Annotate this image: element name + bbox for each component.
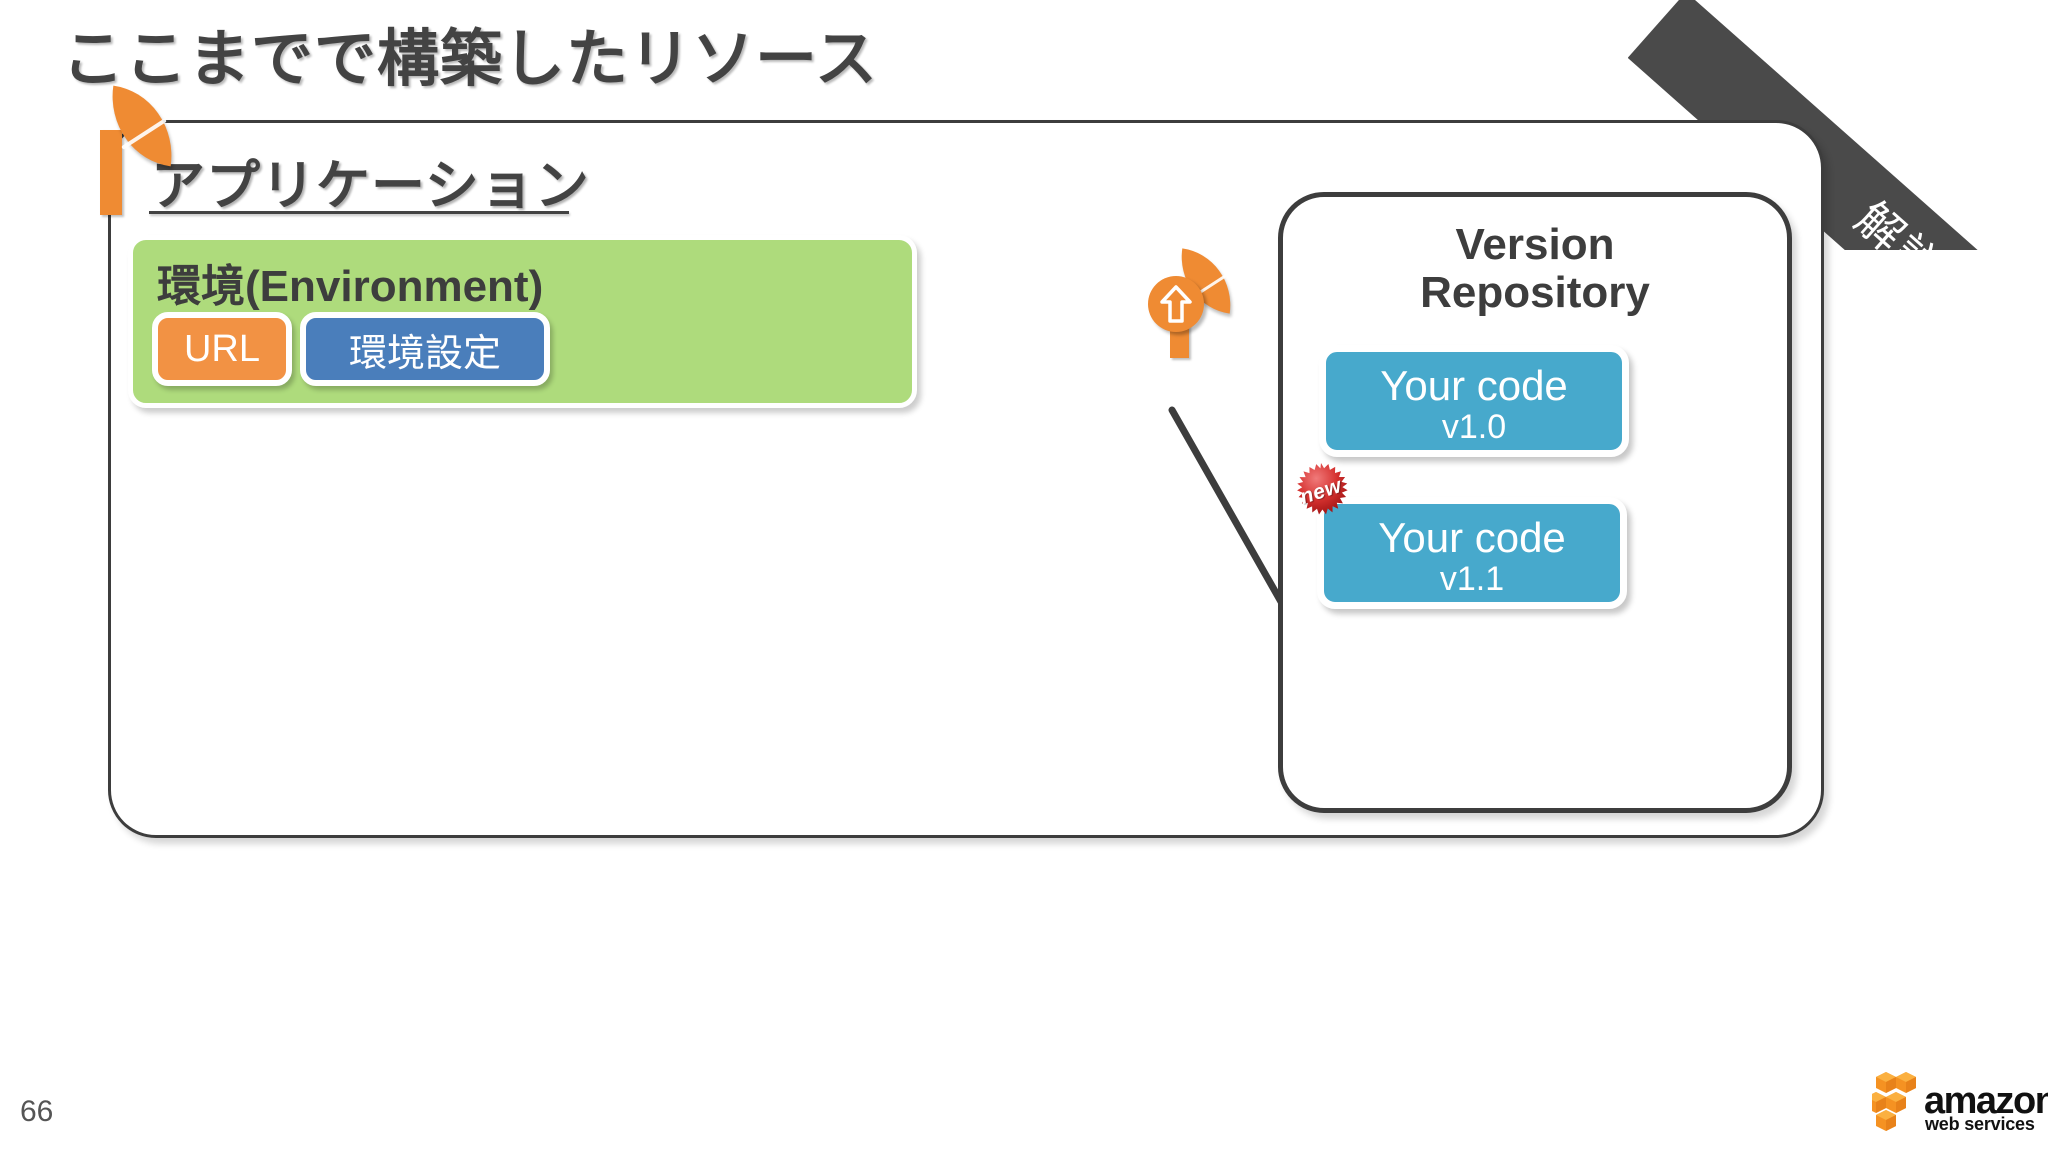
page-number: 66 — [20, 1095, 54, 1128]
new-badge: new — [1290, 462, 1352, 524]
code-version-label: v1.0 — [1441, 408, 1507, 447]
page-title: ここまでで構築したリソース — [62, 25, 878, 94]
upload-arrow-glyph — [1160, 285, 1192, 323]
version-repository-title-line2: Repository — [1420, 267, 1650, 317]
starburst-icon — [1297, 463, 1348, 515]
environment-panel: 環境(Environment) URL 環境設定 — [128, 235, 917, 408]
version-repository-container: Version Repository Your code v1.0 Your c… — [1278, 192, 1792, 813]
aws-logo-wordmark: amazon — [1924, 1080, 2048, 1122]
aws-logo-subtext: web services — [1925, 1114, 2035, 1134]
aws-cubes-icon — [1866, 1072, 1916, 1131]
environment-config-chip[interactable]: 環境設定 — [300, 312, 550, 386]
url-chip[interactable]: URL — [152, 312, 292, 386]
environment-title: 環境(Environment) — [157, 262, 544, 311]
upload-arrow-icon[interactable] — [1148, 276, 1204, 332]
application-title: アプリケーション — [151, 156, 590, 216]
code-version-label: v1.1 — [1439, 560, 1505, 599]
aws-logo: amazon web services — [1866, 1068, 2048, 1140]
application-title-underline — [149, 211, 569, 214]
code-version-name: Your code — [1380, 362, 1568, 409]
code-version-item-v1-0[interactable]: Your code v1.0 — [1319, 345, 1629, 457]
code-version-item-v1-1[interactable]: Your code v1.1 — [1317, 497, 1627, 609]
version-repository-title-line1: Version — [1455, 220, 1615, 269]
code-version-name: Your code — [1378, 514, 1566, 561]
version-repository-title: Version Repository — [1283, 221, 1787, 316]
elastic-beanstalk-leaf-icon — [90, 85, 181, 215]
leaf-stem — [100, 130, 122, 215]
